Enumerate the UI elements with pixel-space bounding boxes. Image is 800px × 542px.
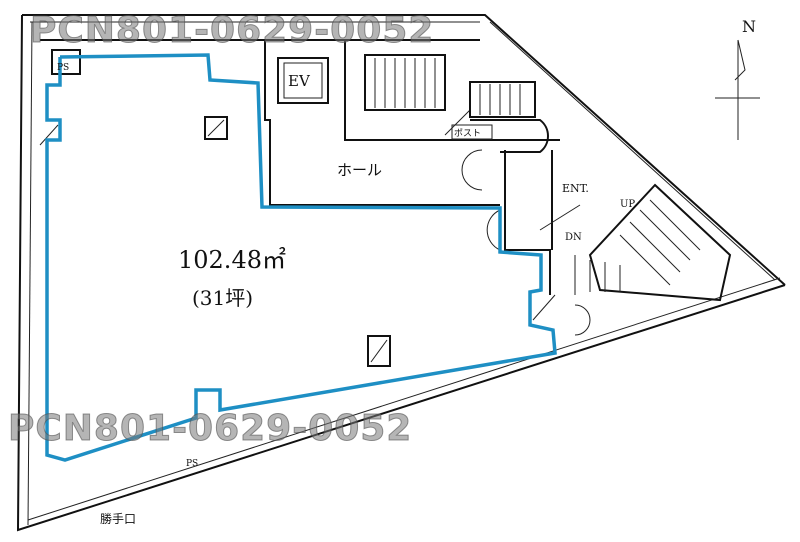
- elevator-label: EV: [288, 72, 311, 90]
- staircase-east: [539, 183, 732, 302]
- stair-up-label: UP: [620, 199, 635, 210]
- staircase-north: [364, 54, 536, 118]
- building-outline: [16, 14, 786, 532]
- pipe-space-top-label: PS: [57, 63, 69, 73]
- pipe-space-bottom-label: PS: [186, 459, 198, 469]
- watermark-bottom: PCN801-0629-0052: [8, 408, 412, 449]
- north-arrow-icon: [715, 39, 760, 140]
- mailbox-label: ポスト: [454, 128, 481, 139]
- hall-label: ホール: [337, 161, 382, 179]
- tsubo-label: (31坪): [192, 286, 253, 310]
- area-label: 102.48㎡: [178, 246, 286, 274]
- back-door-label: 勝手口: [100, 511, 136, 526]
- leased-area-outline: [45, 53, 557, 462]
- stair-down-label: DN: [565, 232, 582, 243]
- watermark-top: PCN801-0629-0052: [30, 10, 434, 51]
- north-label: N: [742, 17, 756, 36]
- entrance-label: ENT.: [562, 182, 589, 195]
- core-walls: [39, 40, 591, 367]
